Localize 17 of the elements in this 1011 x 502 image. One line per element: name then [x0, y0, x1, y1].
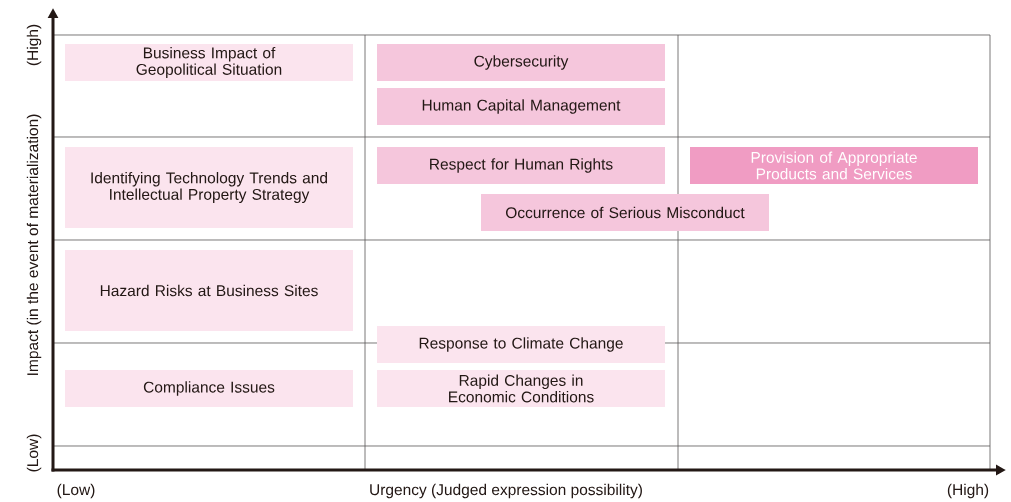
axis-label: (Low) [26, 434, 42, 472]
axis-label: Impact (in the event of materialization) [26, 114, 42, 375]
axis-label: (High) [947, 483, 989, 499]
risk-box: Identifying Technology Trends and Intellectual Property Strategy [65, 147, 353, 228]
risk-box: Hazard Risks at Business Sites [65, 250, 353, 331]
risk-box: Response to Climate Change [377, 326, 665, 363]
risk-box: Provision of Appropriate Products and Services [690, 147, 978, 184]
axis-label: (Low) [57, 483, 95, 499]
risk-box: Cybersecurity [377, 44, 665, 81]
risk-box: Respect for Human Rights [377, 147, 665, 184]
risk-box: Rapid Changes in Economic Conditions [377, 370, 665, 407]
risk-box: Human Capital Management [377, 88, 665, 125]
risk-box: Occurrence of Serious Misconduct [481, 194, 769, 231]
axis-label: Urgency (Judged expression possibility) [370, 483, 642, 499]
risk-box: Compliance Issues [65, 370, 353, 407]
axis-label: (High) [26, 24, 42, 66]
risk-box: Business Impact of Geopolitical Situation [65, 44, 353, 81]
